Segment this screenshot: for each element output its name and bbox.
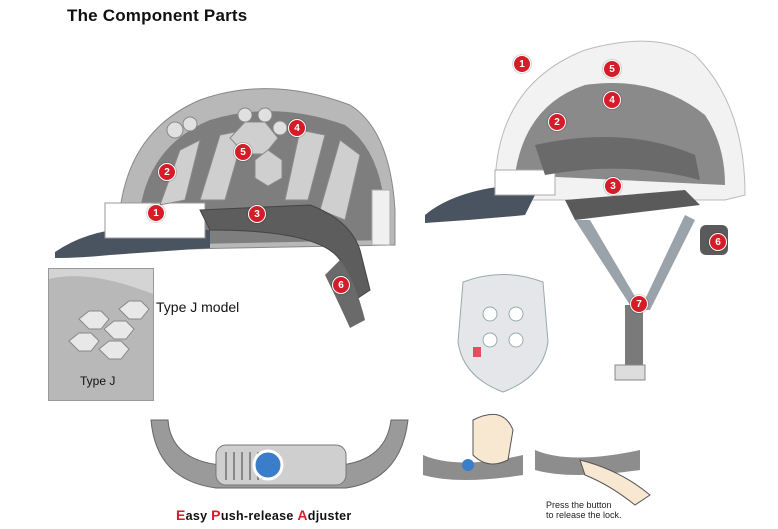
right-marker-6: 6 <box>709 233 727 251</box>
left-marker-2: 2 <box>158 163 176 181</box>
right-marker-7: 7 <box>630 295 648 313</box>
epa-initial-a: A <box>297 507 308 523</box>
right-marker-4: 4 <box>603 91 621 109</box>
right-marker-2: 2 <box>548 113 566 131</box>
press-demo-right <box>535 450 651 506</box>
left-helmet-illustration <box>55 88 396 328</box>
easy-push-release-adjuster-label: Easy Push-release Adjuster <box>176 507 352 523</box>
press-note-line-2: to release the lock. <box>546 510 622 520</box>
right-marker-5: 5 <box>603 60 621 78</box>
type-j-inset <box>48 268 154 401</box>
press-note-line-1: Press the button <box>546 500 612 510</box>
epa-initial-p: P <box>211 507 221 523</box>
left-marker-3: 3 <box>248 205 266 223</box>
type-j-model-label: Type J model <box>156 299 240 315</box>
epa-text-1: asy <box>185 509 212 523</box>
epa-initial-e: E <box>176 507 186 523</box>
right-marker-1: 1 <box>513 55 531 73</box>
right-helmet-illustration <box>425 40 746 381</box>
cradle-insert-illustration <box>457 274 549 393</box>
press-button-note: Press the button to release the lock. <box>546 500 622 520</box>
right-marker-3: 3 <box>604 177 622 195</box>
type-j-photo <box>49 269 153 400</box>
epa-text-3: djuster <box>307 509 352 523</box>
epa-text-2: ush-release <box>220 509 298 523</box>
left-marker-5: 5 <box>234 143 252 161</box>
adjuster-illustration <box>150 419 409 489</box>
page-title: The Component Parts <box>67 6 248 25</box>
type-j-label: Type J <box>80 374 116 388</box>
press-demo-left <box>423 413 523 480</box>
left-marker-6: 6 <box>332 276 350 294</box>
left-marker-1: 1 <box>147 204 165 222</box>
left-marker-4: 4 <box>288 119 306 137</box>
